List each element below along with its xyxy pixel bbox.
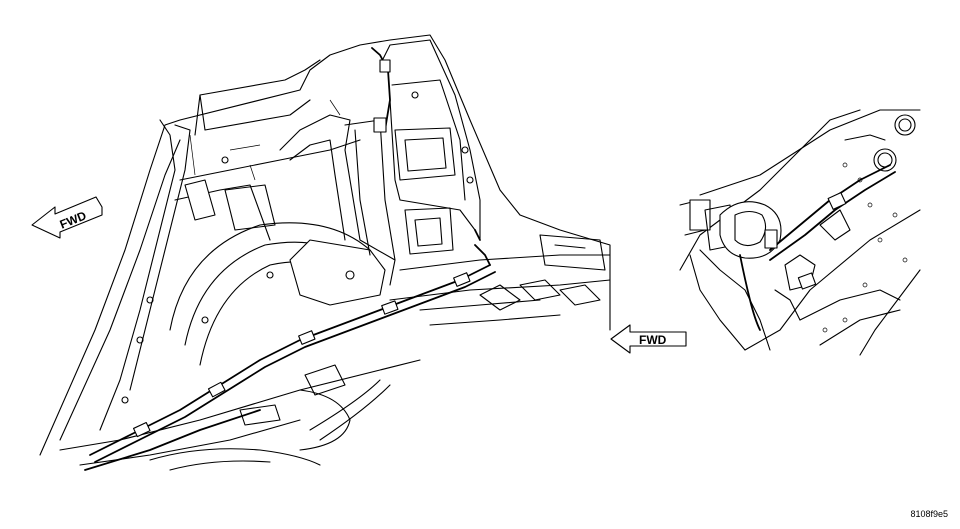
fwd-arrow-right-label: FWD xyxy=(639,333,667,347)
fwd-arrow-right: FWD xyxy=(610,324,687,354)
figure-code: 8108f9e5 xyxy=(910,509,948,519)
detail-inset-view xyxy=(679,109,921,356)
quarter-interior-view xyxy=(39,34,611,471)
fwd-arrow-left: FWD xyxy=(31,196,103,239)
